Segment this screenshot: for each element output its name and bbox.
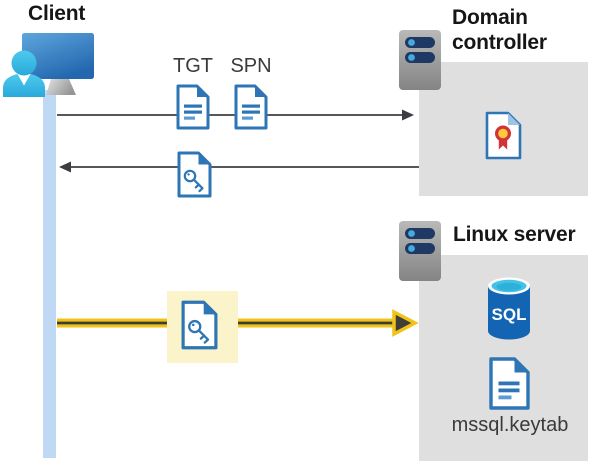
response-arrowhead-icon — [59, 161, 71, 173]
key-glyph-icon — [183, 169, 204, 193]
client-label: Client — [28, 2, 86, 25]
client-workstation-icon — [3, 33, 94, 97]
spn-label: SPN — [230, 55, 272, 77]
person-icon — [3, 50, 45, 97]
tgt-document-icon — [176, 84, 210, 130]
ticket-key-document-icon — [177, 151, 212, 198]
domain-controller-label: Domain controller — [452, 6, 547, 54]
monitor-icon — [22, 33, 94, 79]
linux-server-icon — [399, 221, 441, 281]
request-arrow — [57, 109, 414, 121]
sql-database-icon: SQL — [488, 277, 530, 340]
monitor-stand-icon — [46, 79, 76, 95]
service-ticket-key-document-icon — [181, 300, 218, 350]
tgt-label: TGT — [173, 55, 213, 77]
keytab-document-icon — [489, 357, 530, 410]
certificate-icon — [485, 111, 522, 160]
domain-controller-server-icon — [399, 30, 441, 90]
linux-server-label: Linux server — [453, 223, 576, 246]
yellow-arrowhead-icon — [392, 309, 419, 337]
request-arrowhead-icon — [402, 109, 414, 121]
client-lifeline — [43, 90, 56, 458]
response-arrow — [59, 161, 419, 173]
keytab-filename-label: mssql.keytab — [451, 414, 569, 436]
spn-document-icon — [234, 84, 268, 130]
sql-icon-label: SQL — [492, 305, 527, 324]
key-glyph-icon — [188, 319, 210, 344]
